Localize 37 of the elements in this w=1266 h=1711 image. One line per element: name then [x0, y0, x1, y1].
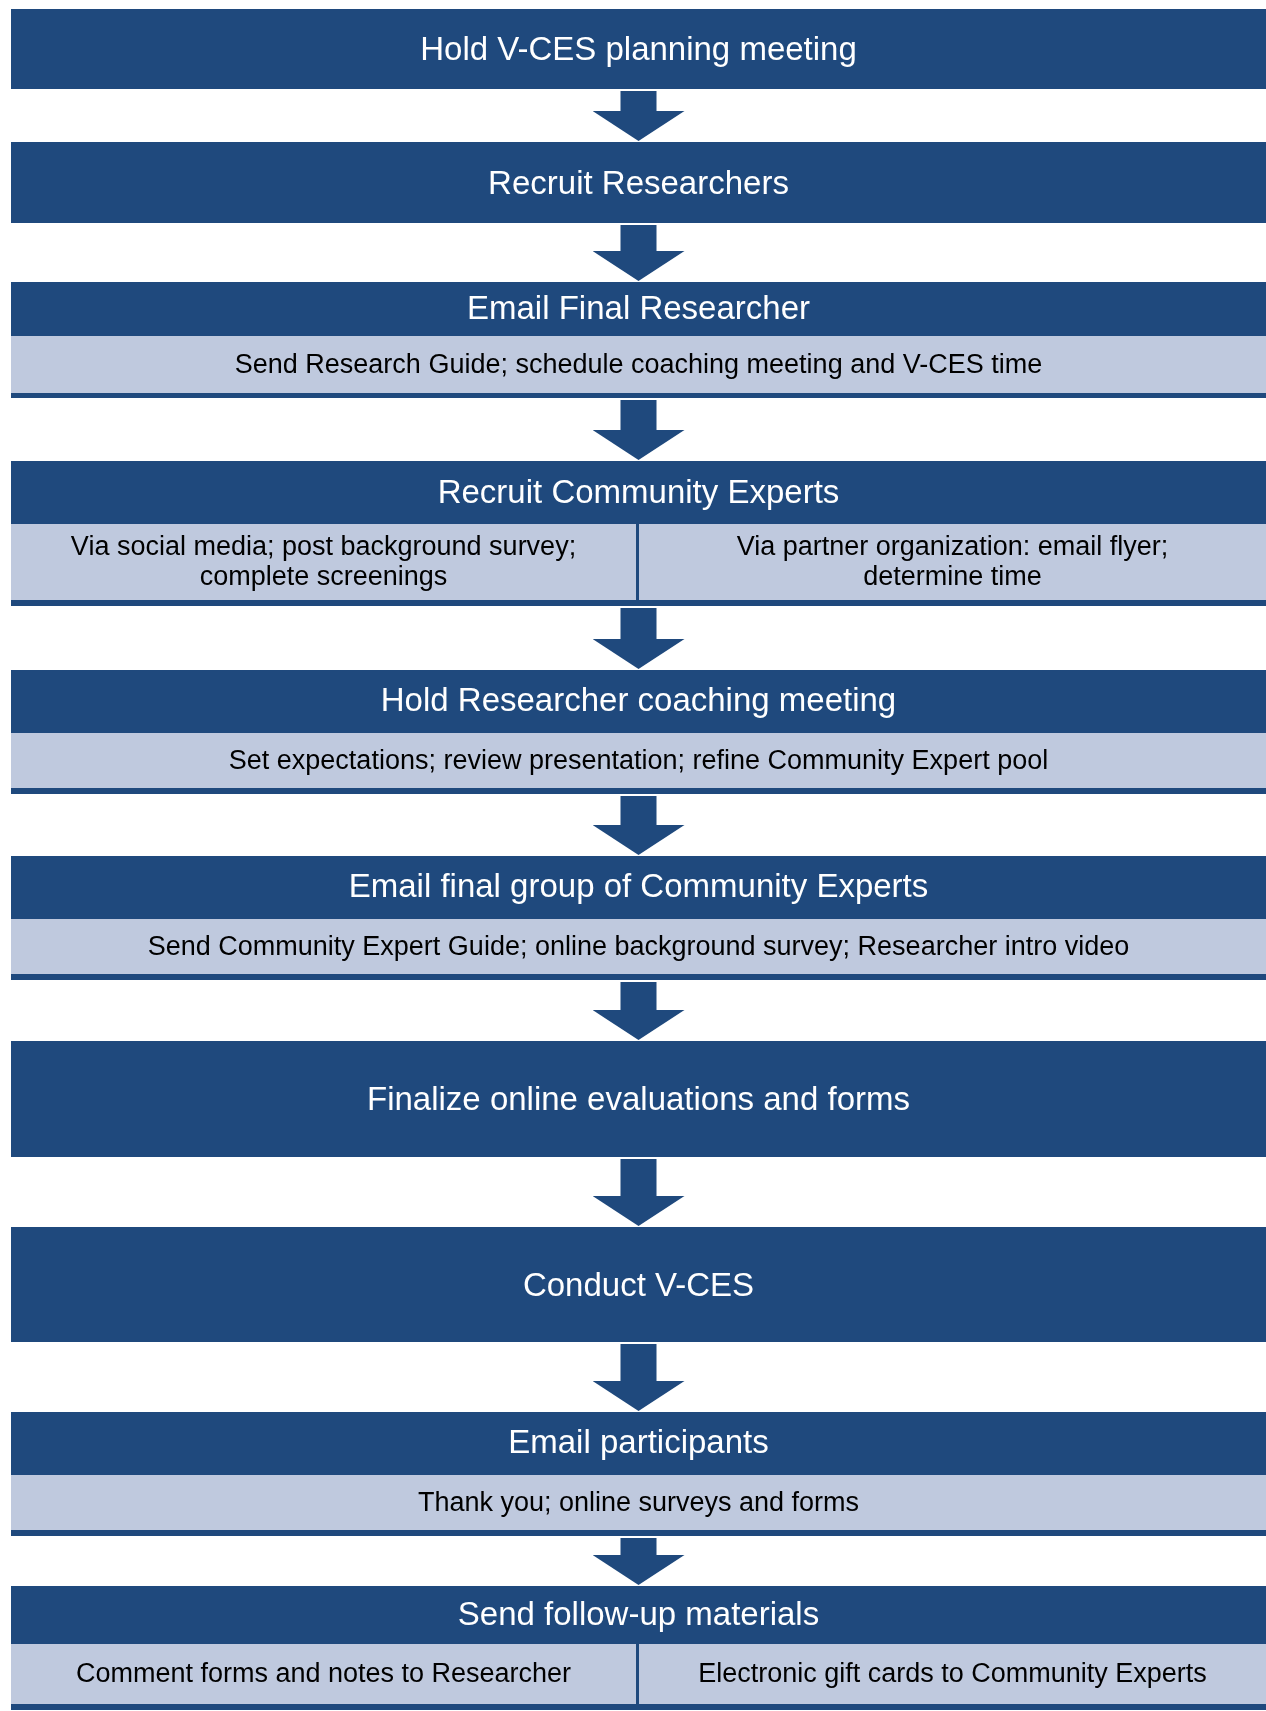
block-arrow — [592, 225, 685, 281]
detail-text: Via social media; post background survey; complete screenings — [11, 524, 636, 600]
step-box — [11, 461, 1266, 606]
block-arrow — [592, 1538, 685, 1585]
detail-text: Via partner organization: email flyer; determine time — [639, 524, 1266, 600]
step-title: Email final group of Community Experts — [347, 865, 930, 906]
step-box — [11, 1227, 1266, 1342]
step-box — [11, 9, 1266, 89]
step-box — [11, 670, 1266, 794]
step-title: Recruit Community Experts — [436, 471, 841, 512]
step-box — [11, 142, 1266, 223]
step-box — [11, 856, 1266, 980]
step-box — [11, 1412, 1266, 1536]
detail-text: Set expectations; review presentation; refine Community Expert pool — [11, 733, 1266, 788]
detail-text: Thank you; online surveys and forms — [11, 1475, 1266, 1530]
step-title: Conduct V-CES — [521, 1264, 756, 1305]
step-title: Hold Researcher coaching meeting — [379, 679, 898, 720]
detail-text: Comment forms and notes to Researcher — [11, 1644, 636, 1704]
detail-text: Electronic gift cards to Community Experts — [639, 1644, 1266, 1704]
block-arrow — [592, 796, 685, 855]
detail-text: Send Community Expert Guide; online background survey; Researcher intro video — [11, 919, 1266, 974]
step-box — [11, 282, 1266, 398]
block-arrow — [592, 400, 685, 460]
step-title: Hold V-CES planning meeting — [419, 29, 858, 69]
block-arrow — [592, 982, 685, 1040]
step-title: Finalize online evaluations and forms — [366, 1079, 911, 1119]
step-title: Email Final Researcher — [466, 288, 811, 328]
step-title: Email participants — [507, 1421, 770, 1462]
block-arrow — [592, 91, 685, 141]
block-arrow — [592, 1344, 685, 1411]
block-arrow — [592, 608, 685, 669]
step-title: Recruit Researchers — [487, 162, 790, 203]
step-box — [11, 1586, 1266, 1710]
detail-text: Send Research Guide; schedule coaching meeting and V-CES time — [11, 336, 1266, 393]
block-arrow — [592, 1159, 685, 1226]
step-title: Send follow-up materials — [456, 1594, 821, 1634]
step-box — [11, 1041, 1266, 1157]
